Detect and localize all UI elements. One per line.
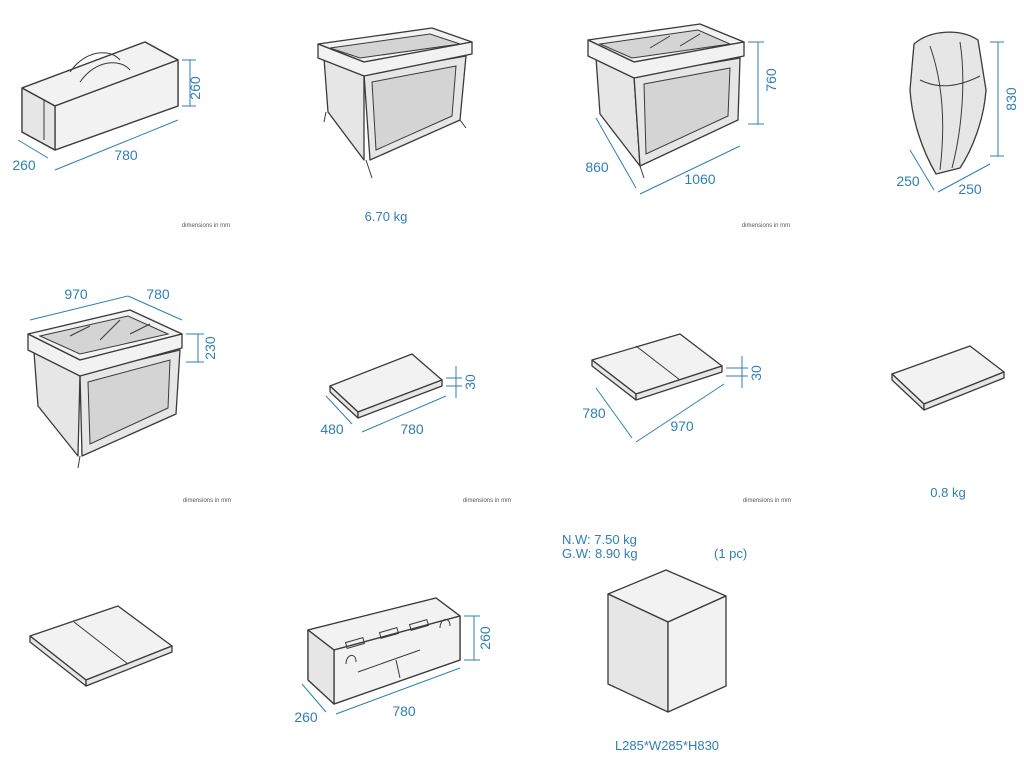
cot-length-label: 1060 [684, 171, 715, 187]
bassinet-length-label: 970 [64, 286, 88, 302]
thin-mattress-illustration [891, 345, 1005, 411]
folded-flat-mattress-illustration [29, 605, 173, 687]
folded-width-label: 250 [896, 173, 920, 189]
large-mattress-width-label: 780 [582, 405, 606, 421]
dimensions-note: dimensions in mm [742, 223, 790, 229]
large-mattress-illustration [591, 333, 723, 401]
bag-height-label: 260 [187, 76, 203, 100]
storage-bag-length-label: 780 [392, 703, 416, 719]
folded-dimension-lines [909, 41, 1004, 193]
dimensions-note: dimensions in mm [743, 498, 791, 504]
small-mattress-width-label: 480 [320, 421, 344, 437]
bag-length-label: 780 [114, 147, 138, 163]
bassinet-cot-illustration [27, 309, 183, 469]
large-mattress-dimension-lines [595, 356, 748, 443]
storage-bag-depth-label: 260 [294, 709, 318, 725]
carry-bag-illustration [21, 41, 179, 151]
small-mattress-illustration [329, 353, 443, 419]
gross-weight-label: G.W: 8.90 kg [562, 546, 638, 561]
carton-quantity-label: (1 pc) [714, 546, 747, 561]
dimensions-note: dimensions in mm [183, 498, 231, 504]
cot-with-dimensions-illustration [587, 23, 745, 179]
cot-height-label: 760 [763, 68, 779, 92]
cot-dimension-lines [595, 41, 764, 195]
dimensions-note: dimensions in mm [463, 498, 511, 504]
bassinet-height-label: 230 [202, 336, 218, 360]
dimensions-note: dimensions in mm [182, 223, 230, 229]
bassinet-dimension-lines [29, 295, 204, 363]
folded-depth-label: 250 [958, 181, 982, 197]
carton-dimensions-label: L285*W285*H830 [615, 738, 719, 753]
small-mattress-length-label: 780 [400, 421, 424, 437]
travel-cot-illustration [317, 27, 473, 179]
mattress-weight-label: 0.8 kg [930, 485, 965, 500]
cot-weight-label: 6.70 kg [365, 209, 408, 224]
bassinet-width-label: 780 [146, 286, 170, 302]
net-weight-label: N.W: 7.50 kg [562, 532, 637, 547]
folded-cot-illustration [909, 31, 987, 175]
carry-bag-dimension-lines [17, 59, 196, 171]
large-mattress-length-label: 970 [670, 418, 694, 434]
folded-height-label: 830 [1003, 87, 1019, 111]
storage-bag-height-label: 260 [477, 626, 493, 650]
storage-bag-illustration [307, 597, 461, 705]
storage-bag-dimension-lines [301, 615, 480, 715]
shipping-carton-illustration [607, 569, 727, 713]
large-mattress-thickness-label: 30 [748, 365, 764, 381]
small-mattress-dimension-lines [325, 366, 462, 433]
small-mattress-thickness-label: 30 [462, 374, 478, 390]
cot-width-label: 860 [585, 159, 609, 175]
bag-depth-label: 260 [12, 157, 36, 173]
